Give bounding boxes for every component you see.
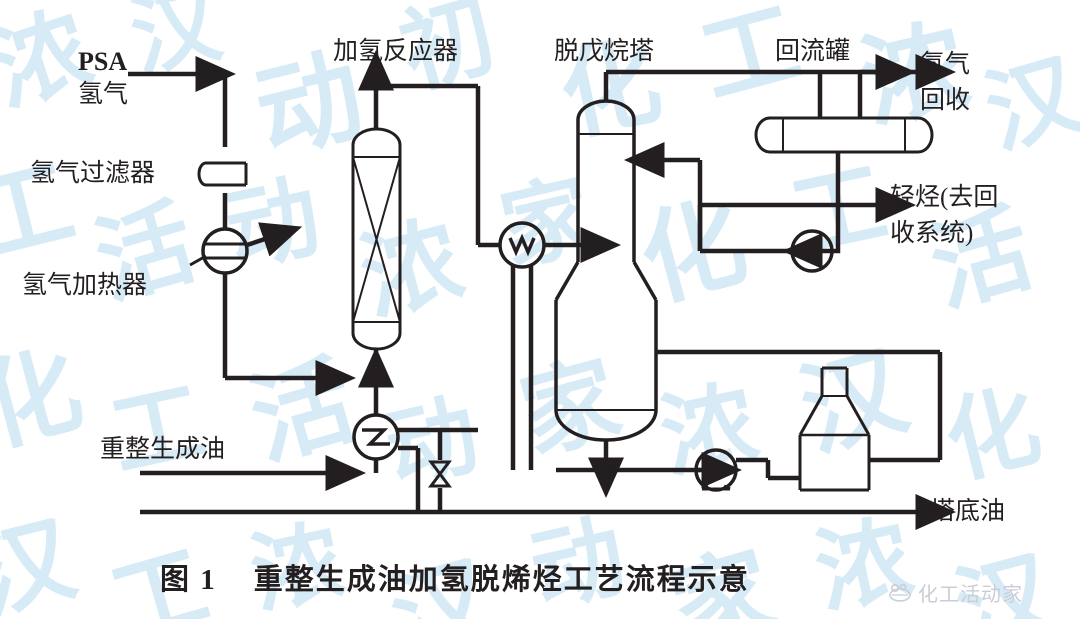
reboiler-cone-right <box>845 395 871 436</box>
label-hydrogenation-reactor: 加氢反应器 <box>333 38 459 65</box>
gate-valve-body <box>428 460 452 488</box>
reactor-effluent-cooler-body <box>498 221 546 269</box>
reactor-bed-diagonal-b <box>352 156 401 323</box>
label-psa: PSA <box>78 47 128 76</box>
drum-head-left <box>754 116 771 154</box>
bottoms-pump-base-left <box>701 484 709 491</box>
hydrogen-heater-outlet <box>246 222 303 257</box>
brand-icon <box>889 583 911 602</box>
column-bottom-head <box>554 409 658 442</box>
feed-effluent-exchanger-zigzag <box>362 428 390 446</box>
hydrogen-heater-inlet-diagonal <box>189 254 207 267</box>
reactor-effluent-cooler-zigzag <box>508 233 536 257</box>
label-light-hydrocarbon-line1: 轻烃(去回 <box>890 184 999 211</box>
column-cone-left <box>554 261 580 301</box>
label-reflux-drum: 回流罐 <box>775 38 851 65</box>
reboiler-cone-left <box>798 395 824 436</box>
label-bottom-oil: 塔底油 <box>930 498 1006 525</box>
label-psa-hydrogen: 氢气 <box>78 81 129 108</box>
label-hydrogen-filter: 氢气过滤器 <box>30 160 156 187</box>
column-cone-right <box>632 261 658 301</box>
reactor-top-head <box>351 127 402 146</box>
reactor-bottom-head <box>351 332 402 351</box>
label-reformate-feed: 重整生成油 <box>100 436 226 463</box>
watermark-brand: 化工活动家 <box>888 578 1023 607</box>
brand-text: 化工活动家 <box>918 584 1023 606</box>
reflux-pump-suction <box>782 233 841 269</box>
label-light-hydrocarbon-line2: 收系统) <box>890 220 974 247</box>
label-hydrogen-recovery-line2: 回收 <box>920 87 971 114</box>
column-top-head <box>576 99 636 121</box>
hydrogen-heater-body <box>201 227 249 275</box>
bottoms-pump-base-right <box>723 484 731 491</box>
filter-head-left <box>197 161 207 187</box>
drum-head-right <box>917 116 934 154</box>
label-hydrogen-recovery-line1: 氢气 <box>920 51 971 78</box>
label-hydrogen-heater: 氢气加热器 <box>22 272 148 299</box>
label-depentanizer: 脱戊烷塔 <box>554 38 655 65</box>
figure-caption: 图 1 重整生成油加氢脱烯烃工艺流程示意 <box>160 564 750 596</box>
